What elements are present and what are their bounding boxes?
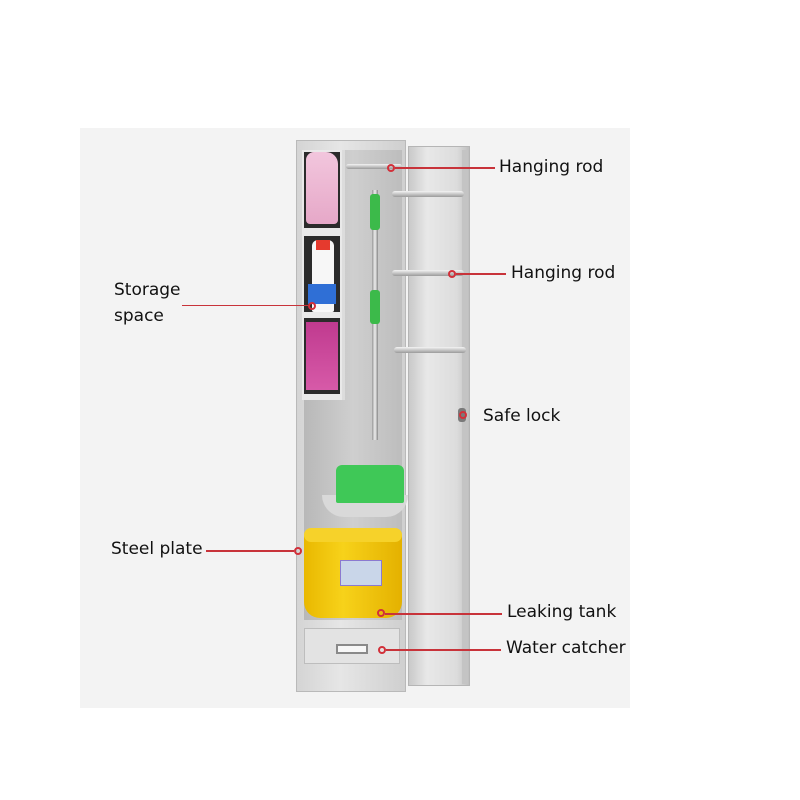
callout-marker-icon (459, 411, 467, 419)
callout-marker-icon (308, 302, 316, 310)
callout-label: Steel plate (111, 539, 203, 559)
detergent-bottle-image (306, 152, 338, 224)
mop-head (336, 465, 404, 503)
mop-grip-middle (370, 290, 380, 324)
mop-grip-top (370, 194, 380, 230)
bucket-label (340, 560, 382, 586)
bottle-cap (316, 240, 330, 250)
door-hanging-rod-1 (392, 191, 464, 197)
hanging-rod-top (346, 164, 402, 169)
detergent-pouch-image (306, 322, 338, 390)
leader-line (385, 613, 502, 615)
callout-label-line2: space (114, 306, 164, 326)
callout-marker-icon (387, 164, 395, 172)
leader-line (182, 305, 308, 306)
callout-label: Hanging rod (511, 263, 616, 283)
bottle-label (308, 284, 336, 304)
door-hanging-rod-3 (394, 347, 466, 353)
callout-label: Hanging rod (499, 157, 604, 177)
leader-line (206, 550, 294, 552)
callout-label: Leaking tank (507, 602, 617, 622)
callout-label: Safe lock (483, 406, 561, 426)
callout-marker-icon (294, 547, 302, 555)
leader-line (386, 649, 501, 651)
callout-label-line1: Storage (114, 280, 181, 300)
door-hanging-rod-2 (392, 270, 464, 276)
leader-line (395, 167, 495, 169)
drawer-handle (336, 644, 368, 654)
callout-marker-icon (377, 609, 385, 617)
bucket-lid (304, 528, 402, 542)
leader-line (456, 273, 506, 275)
callout-marker-icon (378, 646, 386, 654)
callout-marker-icon (448, 270, 456, 278)
callout-label: Water catcher (506, 638, 626, 658)
